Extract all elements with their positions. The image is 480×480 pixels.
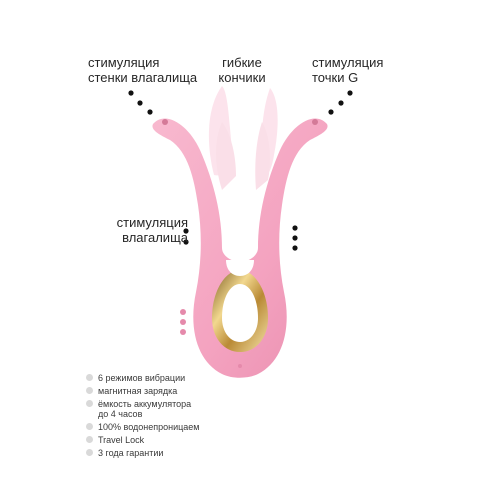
flexible-tips-ghost bbox=[208, 86, 278, 190]
feature-item: магнитная зарядка bbox=[86, 386, 246, 396]
feature-text: Travel Lock bbox=[98, 435, 145, 445]
feature-bullet-icon bbox=[86, 449, 93, 456]
feature-item: 3 года гарантии bbox=[86, 448, 246, 458]
dot-trail-icon bbox=[183, 228, 189, 245]
feature-text: 6 режимов вибрации bbox=[98, 373, 186, 383]
feature-item: 6 режимов вибрации bbox=[86, 373, 246, 383]
feature-item: ёмкость аккумулятора до 4 часов bbox=[86, 399, 246, 419]
feature-bullet-icon bbox=[86, 423, 93, 430]
dot-trail-icon bbox=[292, 225, 298, 251]
feature-bullet-icon bbox=[86, 400, 93, 407]
feature-text: 100% водонепроницаем bbox=[98, 422, 200, 432]
callout-flexible-tips: гибкие кончики bbox=[218, 55, 266, 85]
feature-item: Travel Lock bbox=[86, 435, 246, 445]
callout-gspot-stimulation: стимуляция точки G bbox=[312, 55, 384, 85]
dot-trail-icon bbox=[128, 90, 153, 115]
feature-bullet-icon bbox=[86, 387, 93, 394]
dot-trail-icon bbox=[328, 90, 353, 115]
feature-bullet-icon bbox=[86, 436, 93, 443]
feature-list: 6 режимов вибрации магнитная зарядка ёмк… bbox=[86, 373, 246, 461]
feature-item: 100% водонепроницаем bbox=[86, 422, 246, 432]
feature-text: 3 года гарантии bbox=[98, 448, 164, 458]
feature-text: ёмкость аккумулятора до 4 часов bbox=[98, 399, 192, 419]
feature-bullet-icon bbox=[86, 374, 93, 381]
feature-text: магнитная зарядка bbox=[98, 386, 178, 396]
callout-wall-stimulation: стимуляция стенки влагалища bbox=[88, 55, 198, 85]
vibrator-body bbox=[152, 118, 328, 378]
callout-vaginal-stimulation: стимуляция влагалища bbox=[116, 215, 188, 245]
